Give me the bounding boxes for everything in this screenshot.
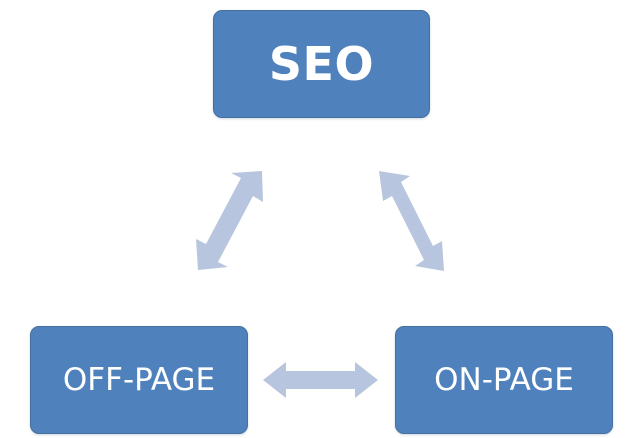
arrow-seo-onpage <box>379 171 444 271</box>
off-page-node: OFF-PAGE <box>30 326 248 434</box>
arrow-offpage-onpage <box>263 362 378 398</box>
off-page-node-label: OFF-PAGE <box>62 362 216 398</box>
arrow-offpage-seo <box>196 171 263 270</box>
seo-node: SEO <box>213 10 430 118</box>
on-page-node-label: ON-PAGE <box>434 362 574 398</box>
seo-node-label: SEO <box>268 37 375 91</box>
on-page-node: ON-PAGE <box>395 326 613 434</box>
